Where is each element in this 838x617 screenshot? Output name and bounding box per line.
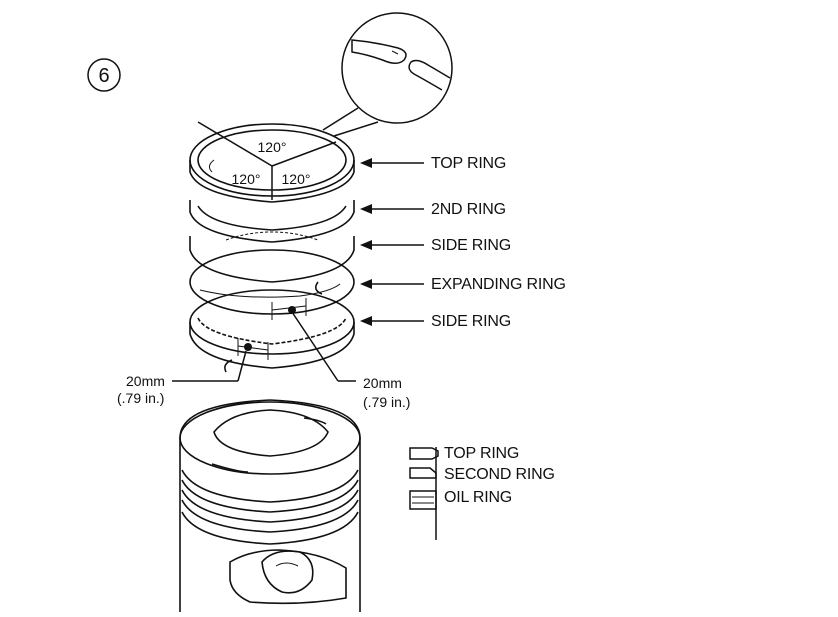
gap-left-inch: (.79 in.) [117,390,164,406]
gap-callout-left: 20mm (.79 in.) [117,350,247,406]
legend-oil-ring: OIL RING [444,489,512,506]
ring-labels: TOP RING 2ND RING SIDE RING EXPANDING RI… [431,155,566,330]
top-ring-profile-icon [409,447,439,460]
ring-gap-detail-callout [322,12,453,137]
angle-right: 120° [282,171,311,187]
top-ring: 120° 120° 120° [189,121,355,203]
angle-line-upper-right [271,141,337,167]
label-2nd-ring: 2ND RING [431,201,506,218]
detail-circle [341,12,453,124]
label-top-ring: TOP RING [431,155,506,172]
gap-right-inch: (.79 in.) [363,394,410,410]
piston [179,399,361,612]
second-ring-profile-icon [409,467,437,479]
ring-end-right [408,59,451,91]
ring-profile-legend: TOP RING SECOND RING OIL RING [409,445,555,540]
side-ring-upper [189,231,355,283]
step-number: 6 [98,65,109,87]
ring-groove-1 [181,469,359,503]
second-ring [189,200,355,243]
gap-right-mm: 20mm [363,375,402,391]
angle-line-upper-left [197,121,273,167]
label-side-ring-lower: SIDE RING [431,313,511,330]
piston-crown [179,401,361,475]
side-ring-lower [189,289,355,373]
legend-top-ring: TOP RING [444,445,519,462]
ring-end-left [351,39,407,64]
ring-groove-2 [181,489,359,523]
gap-marks [237,298,307,360]
callout-leader-b [333,121,379,137]
piston-pin-boss [229,549,347,605]
oil-ring-profile-icon [409,490,437,510]
angle-left: 120° [232,171,261,187]
label-arrows [360,158,424,326]
ring-groove-3 [181,511,359,545]
label-expanding-ring: EXPANDING RING [431,276,566,293]
label-side-ring-upper: SIDE RING [431,237,511,254]
callout-leader-a [322,107,359,131]
gap-left-mm: 20mm [126,373,165,389]
gap-callout-right: 20mm (.79 in.) [291,311,410,410]
piston-bowl [213,409,329,457]
legend-second-ring: SECOND RING [444,466,555,483]
piston-rings: 120° 120° 120° [189,121,355,373]
angle-top: 120° [258,139,287,155]
step-number-badge: 6 [87,58,121,92]
